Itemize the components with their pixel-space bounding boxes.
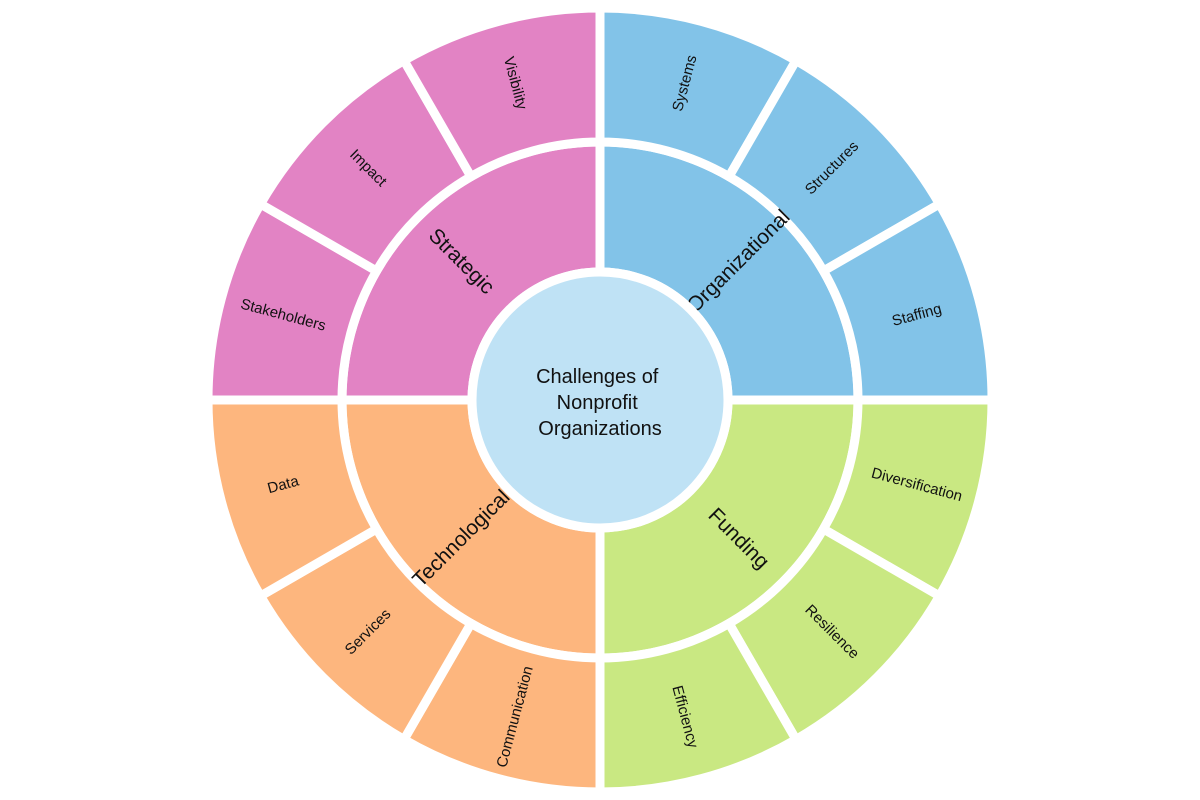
center-label-line: Challenges of	[536, 366, 659, 388]
center-circle	[467, 267, 733, 533]
center-label-line: Organizations	[538, 418, 661, 440]
center-label: Challenges of Nonprofit Organizations	[536, 366, 664, 440]
center-label-line: Nonprofit	[557, 392, 639, 414]
sub-segment-visibility	[399, 3, 605, 182]
